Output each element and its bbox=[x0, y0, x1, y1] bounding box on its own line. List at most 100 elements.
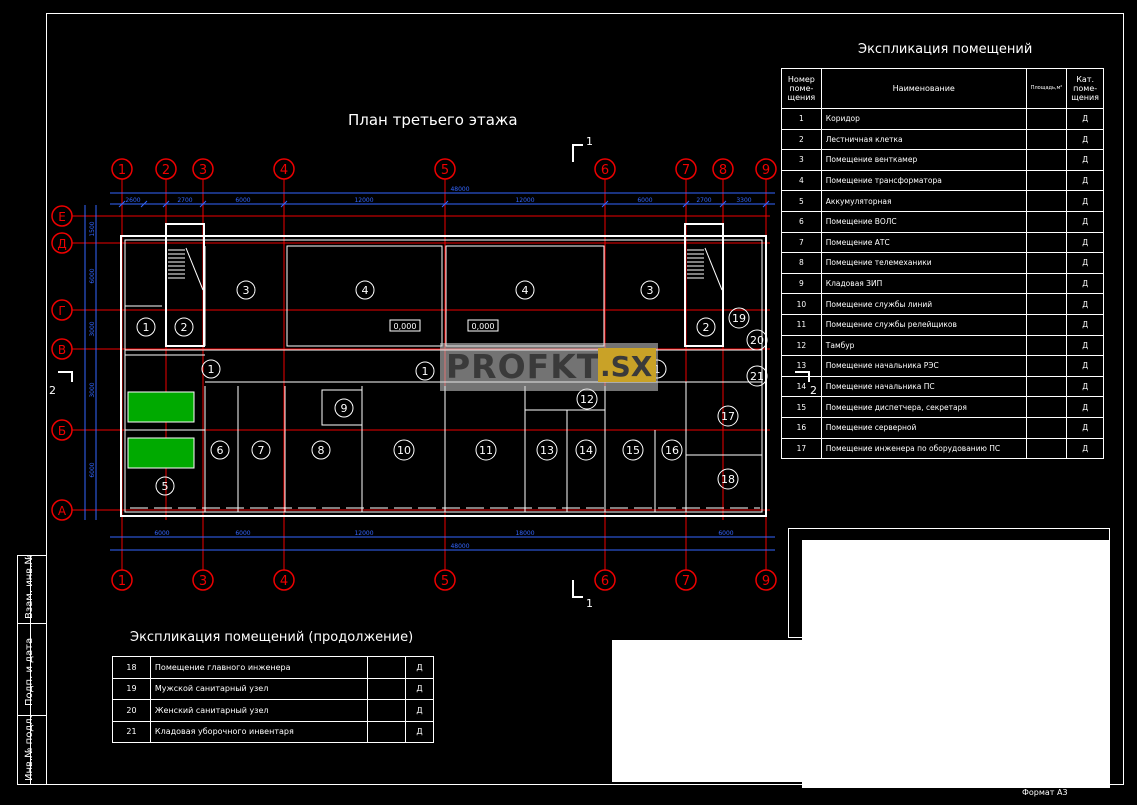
section-mark-left bbox=[58, 371, 73, 382]
room-num-cell: 8 bbox=[781, 252, 822, 274]
axis-label-left: В bbox=[58, 343, 66, 357]
axis-bubble-top bbox=[155, 158, 177, 180]
axis-label-left: Д bbox=[57, 237, 66, 251]
stamp-redacted bbox=[612, 640, 802, 782]
axis-label-top: 1 bbox=[118, 163, 126, 178]
room-num-cell: 20 bbox=[112, 699, 151, 722]
section-label-top: 1 bbox=[586, 135, 593, 148]
room-cat-cell: Д bbox=[405, 677, 434, 700]
room-bubble bbox=[415, 361, 435, 381]
room-cat-cell: Д bbox=[1066, 375, 1104, 398]
room-bubble bbox=[696, 317, 716, 337]
room-area-cell bbox=[1025, 169, 1068, 192]
dim-top-text: 2600 bbox=[125, 197, 140, 204]
dim-tick bbox=[280, 200, 288, 208]
dim-total-bottom-text: 48000 bbox=[450, 543, 469, 550]
room-num-cell: 21 bbox=[112, 720, 151, 743]
axis-bubble-top bbox=[192, 158, 214, 180]
room-cat-cell: Д bbox=[1066, 272, 1104, 295]
dim-tick bbox=[601, 200, 609, 208]
room-cat-cell: Д bbox=[405, 656, 434, 679]
dim-top-text: 3300 bbox=[736, 197, 751, 204]
explication2-title: Экспликация помещений (продолжение) bbox=[130, 630, 414, 645]
room-name-cell: Помещение серверной bbox=[820, 416, 1027, 439]
room-cat-cell: Д bbox=[1066, 169, 1104, 192]
section-mark-bottom bbox=[572, 580, 583, 598]
dim-top-text: 6000 bbox=[637, 197, 652, 204]
room-num-cell: 12 bbox=[781, 334, 822, 357]
header-area: Площадь,м² bbox=[1025, 68, 1068, 109]
room-cat-cell: Д bbox=[1066, 293, 1104, 315]
axis-bubble-bottom bbox=[434, 569, 456, 591]
room-bubble bbox=[717, 405, 739, 427]
room-bubble bbox=[251, 440, 271, 460]
axis-label-bottom: 5 bbox=[441, 574, 449, 589]
room-bubble bbox=[515, 280, 535, 300]
axis-bubble-left bbox=[51, 499, 73, 521]
room-number: 10 bbox=[397, 444, 411, 457]
room-number: 15 bbox=[626, 444, 640, 457]
dim-top-text: 12000 bbox=[354, 197, 373, 204]
axis-bubble-left bbox=[51, 232, 73, 254]
room-num-cell: 16 bbox=[781, 416, 822, 439]
room-number: 9 bbox=[341, 402, 348, 415]
room-num-cell: 5 bbox=[781, 190, 822, 212]
room-cat-cell: Д bbox=[1066, 108, 1104, 130]
room-number: 4 bbox=[362, 284, 369, 297]
room-num-cell: 19 bbox=[112, 677, 151, 700]
room-bubble bbox=[536, 439, 558, 461]
dim-tick bbox=[762, 200, 770, 208]
room-number: 1 bbox=[422, 365, 429, 378]
dim-tick bbox=[118, 200, 126, 208]
room-number: 3 bbox=[243, 284, 250, 297]
room-area-cell bbox=[1025, 375, 1068, 398]
room-cat-cell: Д bbox=[1066, 416, 1104, 439]
room-num-cell: 9 bbox=[781, 272, 822, 295]
axis-bubble-bottom bbox=[675, 569, 697, 591]
room-number: 14 bbox=[579, 444, 593, 457]
room-num-cell: 11 bbox=[781, 313, 822, 336]
room-number: 11 bbox=[479, 444, 493, 457]
room-num-cell: 10 bbox=[781, 293, 822, 315]
room-cat-cell: Д bbox=[1066, 149, 1104, 171]
dim-bottom-text: 6000 bbox=[235, 530, 250, 537]
room-number: 6 bbox=[217, 444, 224, 457]
room-num-cell: 1 bbox=[781, 108, 822, 130]
axis-label-left: А bbox=[58, 504, 67, 518]
room-number: 18 bbox=[721, 473, 735, 486]
room-bubble bbox=[475, 439, 497, 461]
room-name-cell: Коридор bbox=[820, 108, 1027, 130]
axis-label-top: 5 bbox=[441, 163, 449, 178]
room-cat-cell: Д bbox=[1066, 396, 1104, 418]
axis-label-top: 9 bbox=[762, 163, 770, 178]
room-number: 20 bbox=[750, 334, 764, 347]
room-name-cell: Помещение начальника ПС bbox=[820, 375, 1027, 398]
watermark-suffix: .SX bbox=[600, 350, 653, 383]
stair-left bbox=[165, 223, 205, 347]
format-label: Формат А3 bbox=[1022, 788, 1068, 797]
stair-arrow bbox=[185, 247, 204, 291]
room-cat-cell: Д bbox=[405, 720, 434, 743]
room-name-cell: Кладовая уборочного инвентаря bbox=[149, 720, 369, 743]
room-name-cell: Помещение ВОЛС bbox=[820, 210, 1027, 233]
section-label-bottom: 1 bbox=[586, 597, 593, 610]
header-num: Номер поме-щения bbox=[781, 68, 822, 109]
room-name-cell: Помещение главного инженера bbox=[149, 656, 369, 679]
room-cat-cell: Д bbox=[1066, 231, 1104, 254]
room-bubble bbox=[155, 476, 175, 496]
explication-table: Номер поме-щения Наименование Площадь,м²… bbox=[781, 68, 1104, 460]
room-area-cell bbox=[1025, 313, 1068, 336]
room-bubble bbox=[393, 439, 415, 461]
